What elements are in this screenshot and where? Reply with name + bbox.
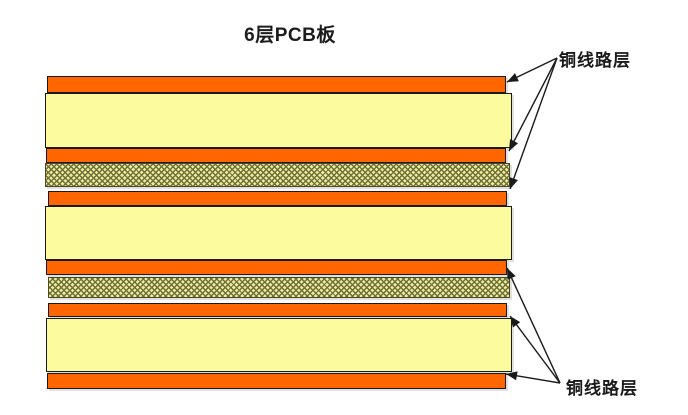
copper-layer-4: [46, 260, 507, 275]
copper-layer-2: [46, 148, 506, 163]
copper-layers-label-bottom: 铜线路层: [566, 379, 638, 398]
copper-layer-3: [48, 191, 507, 206]
copper-layer-5: [48, 303, 507, 317]
page-title: 6层PCB板: [244, 25, 336, 46]
core-layer-3: [46, 318, 512, 372]
copper-layer-1: [47, 76, 506, 93]
prepreg-layer-2: [48, 277, 510, 298]
core-layer-1: [45, 93, 512, 148]
pcb-layer-stack: [45, 76, 512, 389]
prepreg-layer-1: [45, 163, 510, 187]
callout-arrow-line: [509, 315, 561, 384]
callout-arrow-line: [505, 373, 561, 384]
callout-arrow-line: [506, 267, 561, 384]
callout-arrow-line: [506, 57, 558, 83]
copper-layer-6: [47, 373, 506, 389]
core-layer-2: [45, 206, 512, 260]
copper-layers-label-top: 铜线路层: [559, 51, 631, 70]
callout-arrow-line: [509, 57, 558, 190]
callout-arrow-line: [508, 57, 558, 152]
